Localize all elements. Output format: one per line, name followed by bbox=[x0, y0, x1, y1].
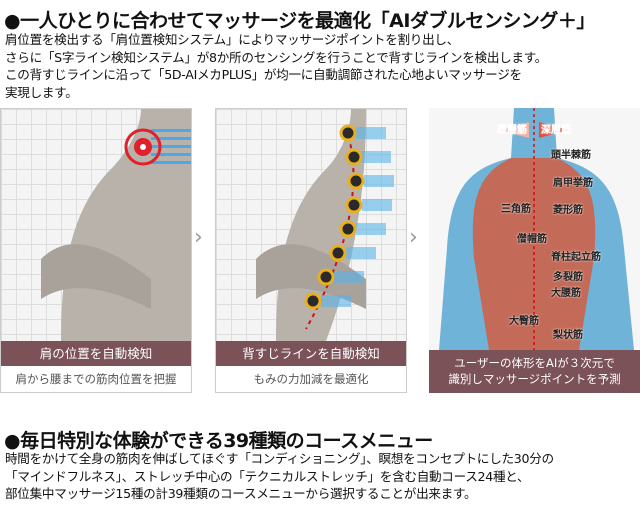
section1-line: 実現します。 bbox=[5, 84, 78, 100]
muscle-label: 僧帽筋 bbox=[517, 234, 547, 245]
muscle-label: 三角筋 bbox=[501, 204, 531, 215]
muscle-diagram bbox=[429, 108, 640, 350]
muscle-label: 頭半棘筋 bbox=[551, 150, 591, 161]
section1-line: さらに「S字ライン検知システム」が8か所のセンシングを行うことで背すじラインを検… bbox=[5, 49, 548, 65]
panel-spine-detection: 背すじラインを自動検知 もみの力加減を最適化 bbox=[215, 108, 407, 393]
muscle-label: 大腰筋 bbox=[551, 288, 581, 299]
panel-title: 肩の位置を自動検知 bbox=[1, 341, 191, 366]
muscle-label: 菱形筋 bbox=[553, 205, 583, 216]
section2-line: 時間をかけて全身の筋肉を伸ばしてほぐす「コンディショニング」、瞑想をコンセプトに… bbox=[5, 451, 554, 466]
sensor-lines bbox=[151, 129, 191, 164]
chevron-right-icon: › bbox=[409, 225, 418, 250]
muscle-label: 肩甲挙筋 bbox=[553, 178, 593, 189]
panel-shoulder-detection: 肩の位置を自動検知 肩から腰までの筋肉位置を把握 bbox=[0, 108, 192, 393]
target-icon bbox=[124, 128, 162, 166]
muscle-label: 大臀筋 bbox=[509, 316, 539, 327]
shoulder-illustration bbox=[41, 109, 191, 341]
panel-title: ユーザーの体形をAIが３次元で 識別しマッサージポイントを予測 bbox=[429, 350, 640, 393]
massage-rollers bbox=[304, 124, 394, 310]
section2-heading: ●毎日特別な体験ができる39種類のコースメニュー bbox=[4, 430, 433, 452]
section1-line: 肩位置を検出する「肩位置検知システム」によりマッサージポイントを割り出し、 bbox=[5, 32, 459, 47]
panel-title-line: 識別しマッサージポイントを予測 bbox=[448, 372, 621, 386]
section1-heading: ●一人ひとりに合わせてマッサージを最適化「AIダブルセンシング＋」 bbox=[4, 10, 595, 32]
spine-illustration bbox=[256, 109, 394, 341]
muscle-label: 梨状筋 bbox=[553, 330, 583, 341]
panel-title: 背すじラインを自動検知 bbox=[216, 341, 406, 366]
panel-subtitle: もみの力加減を最適化 bbox=[216, 366, 406, 392]
panel-subtitle: 肩から腰までの筋肉位置を把握 bbox=[1, 366, 191, 392]
section2-line: 部位集中マッサージ15種の計39種類のコースメニューから選択することが出来ます。 bbox=[5, 486, 477, 501]
chevron-right-icon: › bbox=[194, 225, 203, 250]
section1-line: この背すじラインに沿って「5D-AIメカPLUS」が均一に自動調節された心地よい… bbox=[5, 67, 522, 82]
label-deep: 深層筋 bbox=[541, 125, 571, 136]
label-superficial: 表層筋 bbox=[497, 125, 527, 136]
panel-title-line: ユーザーの体形をAIが３次元で bbox=[454, 356, 615, 370]
panel-ai-body-shape: 表層筋 深層筋 頭半棘筋 肩甲挙筋 三角筋 菱形筋 僧帽筋 脊柱起立筋 多裂筋 … bbox=[429, 108, 640, 393]
arrow-left-icon bbox=[499, 122, 529, 138]
muscle-label: 脊柱起立筋 bbox=[551, 252, 601, 263]
arrow-right-icon bbox=[539, 122, 569, 138]
muscle-label: 多裂筋 bbox=[553, 272, 583, 283]
section2-line: 「マインドフルネス」、ストレッチ中心の「テクニカルストレッチ」を含む自動コース2… bbox=[5, 468, 530, 484]
